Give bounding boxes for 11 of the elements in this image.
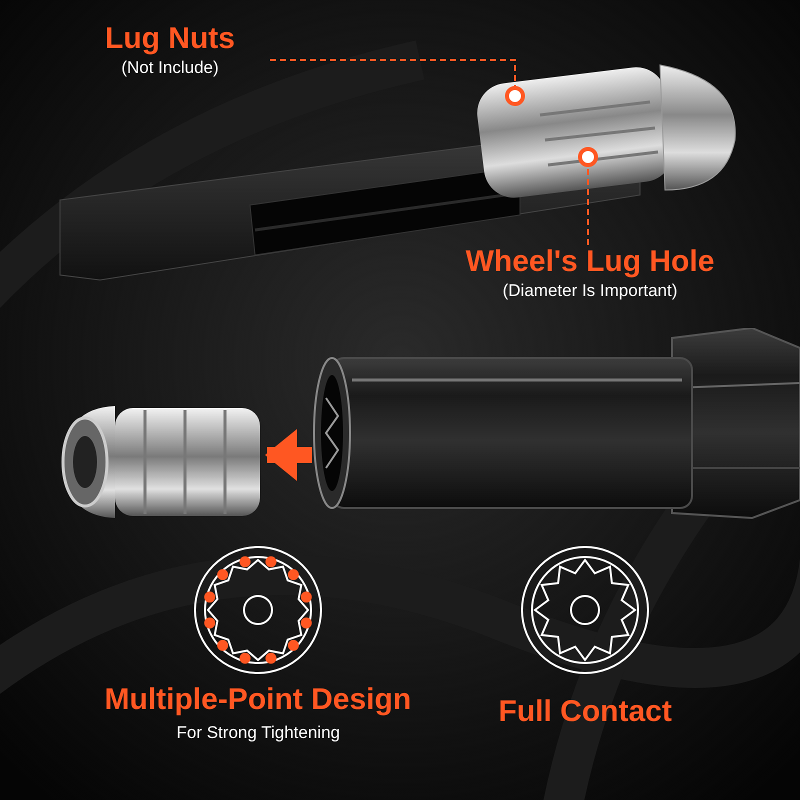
arrow <box>265 429 312 481</box>
callout-note: (Diameter Is Important) <box>502 280 678 302</box>
callout-title: Lug Nuts <box>105 22 235 56</box>
callout-note: (Not Include) <box>121 56 219 78</box>
leader-line <box>270 59 516 86</box>
feature-title: Multiple-Point Design <box>104 683 412 718</box>
feature-title: Full Contact <box>498 695 672 730</box>
socket-drawing <box>312 328 800 520</box>
leader-line <box>587 167 589 245</box>
feature-note: For Strong Tightening <box>176 722 340 744</box>
callout-title: Wheel's Lug Hole <box>466 245 714 280</box>
